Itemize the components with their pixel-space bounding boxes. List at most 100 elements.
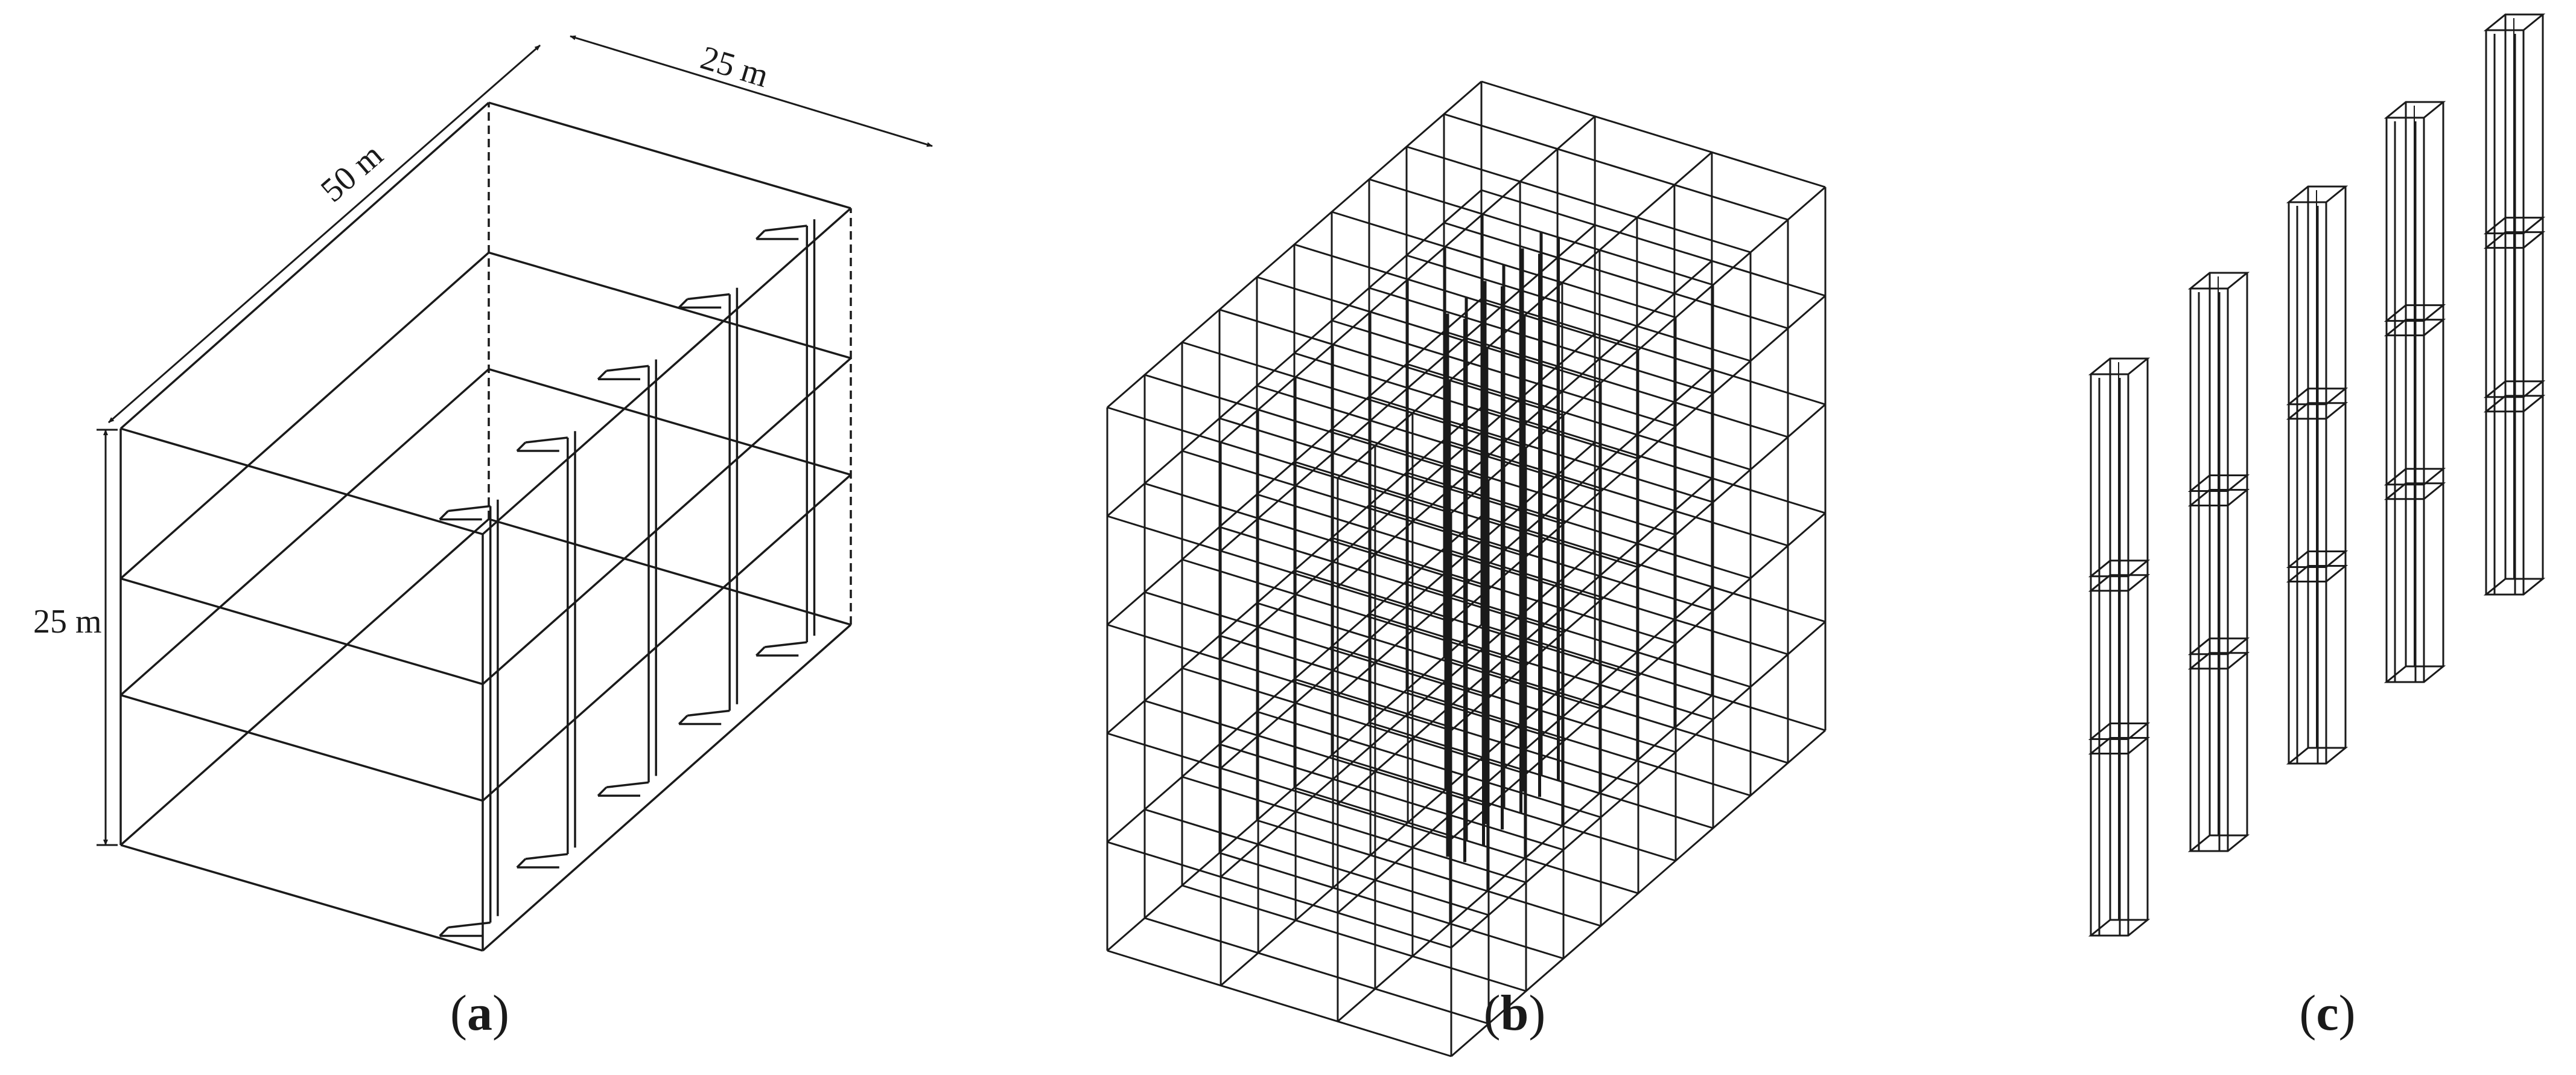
- column-collar: [2286, 550, 2349, 568]
- frame-beam-short: [1107, 949, 1452, 1057]
- column-collar: [2483, 395, 2546, 413]
- level-right-edge: [482, 474, 852, 802]
- frame-beam-short: [1181, 341, 1527, 449]
- level-right-edge: [482, 624, 852, 952]
- level-left-edge: [119, 368, 490, 696]
- frame-beam-short: [1481, 80, 1826, 188]
- level-front-edge: [120, 577, 483, 686]
- column-collar: [2088, 737, 2151, 754]
- column-collar: [2384, 468, 2446, 486]
- frame-beam-short: [1219, 308, 1564, 416]
- column-collar: [2187, 652, 2250, 670]
- frame-beam-short: [1181, 776, 1527, 884]
- level-front-edge: [120, 844, 483, 952]
- frame-beam-short: [1256, 819, 1601, 927]
- column-collar: [2483, 231, 2546, 249]
- wall-flange: [448, 921, 491, 929]
- frame-beam-short: [1443, 222, 1789, 330]
- wall-flange: [525, 436, 568, 444]
- column-collar: [2384, 319, 2446, 337]
- level-right-edge: [482, 357, 852, 685]
- level-left-edge: [119, 252, 490, 579]
- frame-beam-short: [1256, 384, 1601, 493]
- wall-flange: [606, 781, 649, 789]
- wall-flange: [755, 646, 766, 657]
- panel-a-wireframe: [119, 101, 852, 952]
- wall-flange: [755, 229, 766, 240]
- column-collar: [2187, 474, 2250, 492]
- width-dimension-label: 25 m: [696, 39, 773, 95]
- wall-flange: [597, 786, 608, 797]
- frame-beam-short: [1219, 743, 1564, 851]
- height-dimension-label: 25 m: [33, 603, 102, 640]
- frame-beam-short: [1107, 841, 1452, 949]
- panel-c-columns: [2088, 13, 2546, 937]
- level-back-edge: [488, 518, 851, 626]
- frame-beam-short: [1406, 254, 1751, 362]
- column-collar: [2088, 723, 2151, 740]
- frame-beam-short: [1256, 710, 1601, 818]
- frame-beam-short: [1107, 406, 1452, 514]
- frame-beam-short: [1443, 113, 1789, 221]
- wall-flange: [765, 641, 807, 648]
- frame-beam-short: [1144, 808, 1489, 916]
- level-back-edge: [488, 251, 851, 360]
- frame-beam-short: [1181, 667, 1527, 775]
- width-dimension-line: [570, 35, 933, 147]
- level-left-edge: [119, 518, 490, 846]
- frame-beam-short: [1144, 482, 1489, 590]
- level-back-edge: [488, 368, 851, 476]
- level-left-edge: [119, 101, 490, 430]
- frame-beam-short: [1107, 624, 1452, 732]
- column-collar: [2088, 574, 2151, 592]
- frame-beam-short: [1181, 558, 1527, 666]
- column-collar: [2187, 637, 2250, 656]
- frame-beam-short: [1481, 189, 1826, 297]
- frame-beam-short: [1256, 493, 1601, 601]
- column-collar: [2483, 380, 2546, 398]
- wall-flange: [678, 298, 689, 308]
- frame-beam-short: [1219, 634, 1564, 742]
- frame-beam-short: [1256, 602, 1601, 710]
- wall-flange: [597, 370, 608, 380]
- frame-beam-short: [1406, 145, 1751, 254]
- wall-flange: [448, 505, 491, 512]
- caption-b: (b): [1484, 985, 1546, 1041]
- level-front-edge: [120, 694, 483, 802]
- frame-beam-short: [1181, 884, 1527, 992]
- column-collar: [2187, 489, 2250, 506]
- wall-flange: [439, 510, 449, 520]
- frame-beam-short: [1219, 417, 1564, 525]
- frame-beam-short: [1144, 700, 1489, 808]
- frame-beam-short: [1219, 526, 1564, 634]
- frame-beam-short: [1107, 515, 1452, 623]
- wall-flange: [687, 293, 730, 301]
- wall-flange: [606, 365, 649, 372]
- panel-b-wireframe: [1106, 80, 1827, 1057]
- column-collar: [2286, 565, 2349, 582]
- frame-beam-short: [1256, 276, 1601, 384]
- wall-flange: [525, 853, 568, 860]
- wall-flange: [687, 709, 730, 717]
- wall-flange: [765, 225, 807, 232]
- column-collar: [2286, 402, 2349, 420]
- level-right-edge: [482, 207, 852, 535]
- frame-beam-short: [1144, 917, 1489, 1025]
- column-collar: [2483, 217, 2546, 235]
- wall-flange: [439, 927, 449, 937]
- column-collar: [2384, 482, 2446, 500]
- length-dimension-line: [108, 44, 541, 424]
- frame-beam-short: [1144, 591, 1489, 699]
- length-dimension-label: 50 m: [314, 136, 390, 209]
- column-collar: [2088, 560, 2151, 578]
- level-front-edge: [120, 427, 483, 535]
- caption-c: (c): [2299, 985, 2355, 1041]
- frame-beam-short: [1144, 374, 1489, 482]
- wall-flange: [516, 858, 527, 869]
- wall-flange: [678, 715, 689, 725]
- wall-flange: [516, 441, 527, 452]
- level-back-edge: [488, 101, 851, 209]
- column-collar: [2384, 304, 2446, 322]
- column-collar: [2286, 388, 2349, 406]
